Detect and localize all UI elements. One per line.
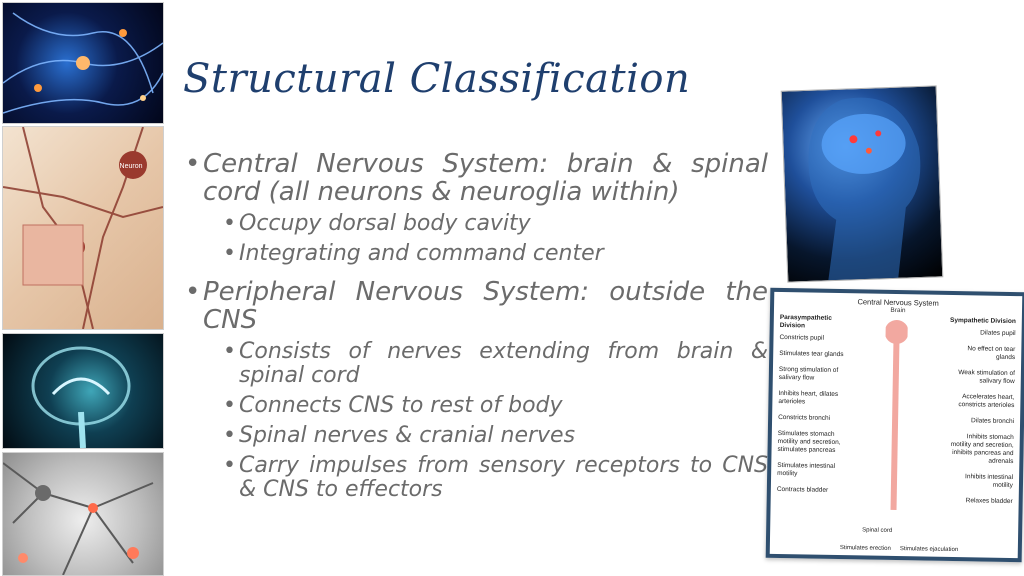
- para-item: Inhibits heart, dilates arterioles: [778, 389, 839, 406]
- sub-bullet: Spinal nerves & cranial nerves: [221, 424, 768, 449]
- brain-mri-art: [31, 346, 131, 448]
- symp-item: No effect on tear glands: [967, 345, 1016, 362]
- slide-title: Structural Classification: [183, 56, 691, 102]
- parasympathetic-heading: Parasympathetic Division: [779, 313, 832, 330]
- left-image-strip: Neuron: [0, 0, 166, 576]
- para-item: Contracts bladder: [776, 485, 829, 494]
- brain-head-image: [780, 85, 944, 283]
- sympathetic-heading: Sympathetic Division: [950, 316, 1016, 326]
- para-item: Constricts pupil: [779, 333, 825, 342]
- symp-item: Dilates pupil: [980, 329, 1016, 338]
- spinal-cord-art: [884, 319, 908, 511]
- symp-item: Weak stimulation of salivary flow: [958, 369, 1015, 386]
- neuron-network-image: [2, 2, 164, 124]
- para-item: Stimulates tear glands: [779, 349, 844, 359]
- brain-head-art: [808, 97, 921, 281]
- para-item: Strong stimulation of salivary flow: [778, 365, 839, 382]
- neuron-gray-image: [2, 452, 164, 576]
- symp-item: Inhibits intestinal motility: [964, 473, 1014, 490]
- bullet-list: Central Nervous System: brain & spinal c…: [183, 150, 768, 508]
- stimulates-erection-label: Stimulates erection: [839, 545, 891, 552]
- symp-item: Accelerates heart, constricts arterioles: [958, 393, 1015, 410]
- spinal-cord-label: Spinal cord: [862, 527, 893, 534]
- bullet-cns: Central Nervous System: brain & spinal c…: [183, 150, 768, 206]
- stimulates-ejaculation-label: Stimulates ejaculation: [899, 546, 959, 554]
- symp-item: Inhibits stomach motility and secretion,…: [950, 433, 1014, 466]
- sub-bullet: Connects CNS to rest of body: [221, 394, 768, 419]
- autonomic-nervous-system-diagram: Central Nervous System Brain Parasympath…: [765, 287, 1024, 563]
- neuron-network-art: [3, 12, 163, 114]
- sub-bullet: Consists of nerves extending from brain …: [221, 340, 768, 388]
- para-item: Stimulates intestinal motility: [777, 461, 836, 478]
- sub-bullet: Carry impulses from sensory receptors to…: [221, 454, 768, 502]
- para-item: Stimulates stomach motility and secretio…: [777, 429, 841, 454]
- brain-mri-image: [2, 333, 164, 449]
- sympathetic-column: Sympathetic Division Dilates pupil No ef…: [944, 316, 1016, 514]
- symp-item: Dilates bronchi: [971, 417, 1015, 426]
- neuron-gray-art: [3, 462, 154, 575]
- symp-item: Relaxes bladder: [965, 497, 1013, 506]
- sub-bullet: Integrating and command center: [221, 242, 768, 267]
- para-item: Constricts bronchi: [778, 413, 831, 422]
- neuron-label: Neuron: [120, 163, 143, 170]
- bullet-pns: Peripheral Nervous System: outside the C…: [183, 278, 768, 334]
- neuron-illustration-art: Neuron: [3, 127, 163, 329]
- sub-bullet: Occupy dorsal body cavity: [221, 212, 768, 237]
- parasympathetic-column: Parasympathetic Division Constricts pupi…: [777, 314, 846, 503]
- neuron-illustration-image: Neuron: [2, 126, 164, 330]
